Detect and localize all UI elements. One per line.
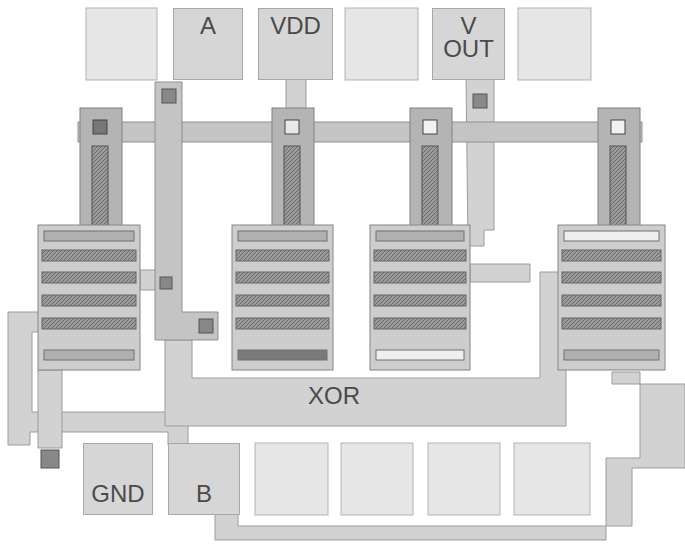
bond-pad: VDD <box>258 8 333 80</box>
transistor-stacks <box>38 225 665 370</box>
gate-strip <box>422 146 438 232</box>
gnd-wire <box>38 370 62 448</box>
contact <box>162 89 176 103</box>
contacts <box>41 89 487 468</box>
gate-column <box>80 108 122 242</box>
contact <box>423 120 437 134</box>
gate-bands <box>42 250 661 329</box>
gate-band <box>236 318 329 329</box>
empty-pad <box>86 8 157 80</box>
diffusion-contact <box>376 231 464 241</box>
gate-column <box>598 108 640 242</box>
gate-band <box>42 318 136 329</box>
bond-pad: V OUT <box>432 8 505 80</box>
gate-band <box>562 250 661 261</box>
diffusion-contact <box>44 350 134 360</box>
gate-band <box>236 295 329 306</box>
gate-strip <box>92 146 108 232</box>
contact <box>199 319 213 333</box>
empty-pad <box>255 443 328 515</box>
gate-band <box>42 250 136 261</box>
pin-name: V OUT <box>443 15 494 61</box>
bond-pad: B <box>168 443 240 515</box>
gate-columns <box>80 108 640 242</box>
contact <box>93 120 107 134</box>
contact <box>41 450 59 468</box>
gate-band <box>236 250 329 261</box>
metal-wire <box>165 272 566 426</box>
metal-wire <box>470 264 530 282</box>
input-a-poly <box>155 82 218 340</box>
diffusion-contact <box>238 231 327 241</box>
empty-pad <box>345 8 418 80</box>
gate-band <box>562 318 661 329</box>
contact <box>611 120 625 134</box>
empty-pad <box>514 443 590 515</box>
gate-band <box>374 250 466 261</box>
bond-pad: A <box>173 8 243 80</box>
gate-strip <box>284 146 300 232</box>
diffusion-contact <box>44 231 134 241</box>
gate-column <box>410 108 452 242</box>
gate-band <box>42 295 136 306</box>
contact <box>160 277 172 289</box>
gate-band <box>374 272 466 283</box>
cell-name: XOR <box>305 382 363 410</box>
gate-band <box>374 295 466 306</box>
diffusion-contact <box>238 350 327 360</box>
gate-band <box>42 272 136 283</box>
empty-pad <box>518 8 591 80</box>
pin-name: GND <box>91 483 144 506</box>
empty-pad <box>341 443 413 515</box>
metal-wires <box>8 74 685 540</box>
gate-band <box>236 272 329 283</box>
pin-name: VDD <box>270 15 321 38</box>
contact <box>285 120 299 134</box>
pin-name: A <box>200 15 216 38</box>
transistor-stack <box>370 225 470 370</box>
gate-band <box>562 272 661 283</box>
gate-band <box>562 295 661 306</box>
transistor-stack <box>232 225 333 370</box>
pin-name: B <box>196 483 212 506</box>
bond-pad: GND <box>83 443 153 515</box>
diffusion-contacts <box>44 231 659 360</box>
transistor-stack <box>558 225 665 370</box>
contact <box>473 94 487 108</box>
diffusion-contact <box>564 231 659 241</box>
gate-band <box>374 318 466 329</box>
gate-strip <box>610 146 626 232</box>
gate-column <box>272 108 314 242</box>
empty-pad <box>428 443 500 515</box>
empty-pads <box>86 8 591 515</box>
vout-wire <box>466 74 494 246</box>
metal-wire <box>215 372 685 540</box>
diffusion-contact <box>376 350 464 360</box>
transistor-stack <box>38 225 140 370</box>
diffusion-contact <box>564 350 659 360</box>
